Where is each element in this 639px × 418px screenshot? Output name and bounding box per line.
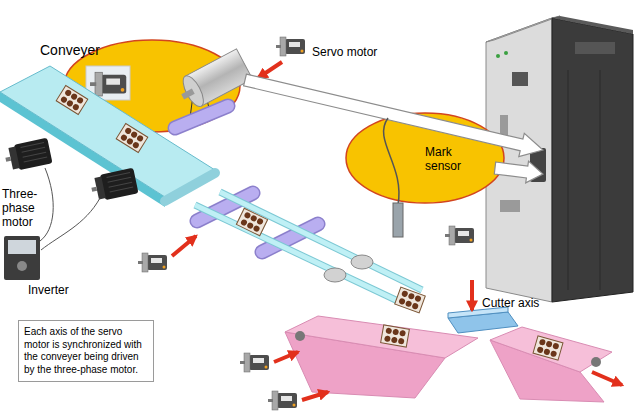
motion-controller [552,16,633,34]
signal-arrow [244,74,543,157]
servo-icon [268,391,297,410]
motor-wire [41,198,100,250]
inverter-unit [17,261,27,271]
part-label: Conveyer [40,42,100,58]
drive-arrow [470,280,474,310]
mark-sensor-head [393,203,403,237]
note-box: Each axis of the servo motor is synchron… [18,320,154,382]
motion-controller [600,70,601,290]
three-phase-motor [89,168,138,203]
inverter-unit [8,240,36,254]
motor-wire [40,168,53,241]
drive-arrow [110,62,622,400]
feed-strip [220,192,422,290]
inverter-unit [4,236,40,280]
output-conveyer [285,316,478,358]
servo-icon [445,226,474,245]
servo-motor [179,73,207,110]
drive-arrow [302,392,328,400]
output-conveyer [533,336,563,360]
note-text: Each axis of the servo motor is synchron… [24,326,148,376]
conveyer-belt [116,123,148,152]
signal-arrow [494,161,543,183]
output-conveyer [295,331,305,341]
three-phase-motor [3,138,52,173]
part-label: Inverter [28,283,69,297]
output-conveyer [381,325,410,347]
feed-strip [195,205,400,302]
drive-arrow [172,236,196,256]
servo-bubble [90,72,126,96]
pulley [324,255,373,282]
servo-motor [181,88,194,99]
motion-controller [496,54,500,58]
conveyer-belt [56,85,88,114]
mark-sensor-head [384,118,403,237]
callout-text: Mark sensor [425,145,461,173]
motion-controller [575,42,615,54]
part-label: Three-phase motor [2,187,37,229]
output-conveyer [285,287,612,402]
motion-controller [504,51,508,55]
output-conveyer [591,357,601,367]
motion-controller [500,200,520,212]
drive-arrow [258,62,282,78]
servo-icon [138,253,167,272]
drive-arrow [274,352,298,362]
drive-arrow [110,132,122,152]
conveyer-belt [165,173,215,201]
motion-controller [552,18,633,302]
servo-motor [175,49,253,112]
output-conveyer [490,327,612,372]
motion-controller [486,16,560,42]
cutter-blade [448,307,518,333]
servo-icon [240,353,269,372]
drive-arrow [592,372,622,385]
servo-icon [276,37,305,56]
feed-strip [220,192,422,290]
inverter-unit [4,236,40,280]
pulley [351,255,373,269]
part-label: Cutter axis [482,296,539,310]
conveyer-belt [0,66,215,207]
feed-strip [236,208,267,236]
motion-controller [512,72,528,86]
motion-controller [568,70,569,290]
motion-controller [486,16,633,302]
motor-wire [40,168,100,250]
part-label: Servo motor [312,45,377,59]
roller [175,106,228,128]
feed-strip [195,192,422,302]
pulley [324,268,346,282]
mark-sensor-head [384,118,399,205]
feed-strip [195,205,400,302]
output-conveyer [395,287,426,313]
roller [175,106,228,128]
